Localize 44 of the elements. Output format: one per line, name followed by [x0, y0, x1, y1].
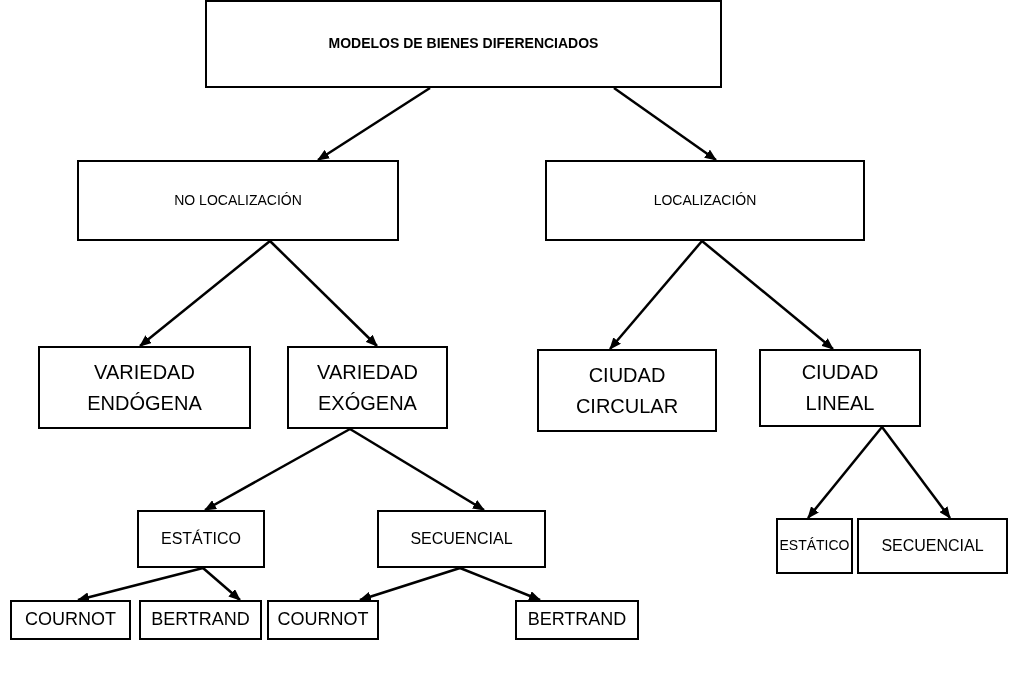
category-box [139, 600, 262, 640]
box-label: LOCALIZACIÓN [653, 190, 757, 210]
box-label: CIUDAD LINEAL [800, 360, 880, 416]
box-label: NO LOCALIZACIÓN [174, 190, 302, 210]
arrow [881, 426, 951, 519]
box-label: ESTÁTICO [161, 528, 241, 549]
arrow [349, 427, 485, 512]
arrow [459, 566, 541, 602]
category-box [137, 510, 265, 568]
category-box [515, 600, 639, 640]
category-box [377, 510, 546, 568]
arrow [701, 240, 834, 350]
arrow [202, 567, 241, 601]
category-box [545, 160, 865, 241]
box-label: BERTRAND [527, 608, 627, 632]
arrow [609, 240, 703, 350]
arrow [317, 86, 431, 162]
box-label: SECUENCIAL [410, 528, 513, 549]
arrow [139, 240, 271, 347]
category-box [205, 0, 722, 88]
box-label: CIUDAD CIRCULAR [574, 362, 680, 419]
arrow [613, 86, 717, 162]
box-label: VARIEDAD EXÓGENA [316, 359, 419, 416]
category-box [759, 349, 921, 427]
box-label: ESTÁTICO [779, 536, 850, 556]
box-label: MODELOS DE BIENES DIFERENCIADOS [328, 34, 599, 54]
category-box [10, 600, 131, 640]
category-box [267, 600, 379, 640]
box-label: VARIEDAD ENDÓGENA [86, 359, 203, 416]
box-label: BERTRAND [151, 608, 250, 632]
arrow [204, 427, 351, 512]
category-box [287, 346, 448, 429]
category-box [537, 349, 717, 432]
arrow [807, 426, 883, 519]
arrow [77, 566, 204, 603]
category-box [77, 160, 399, 241]
box-label: SECUENCIAL [881, 535, 984, 556]
arrow [359, 566, 461, 602]
category-box [857, 518, 1008, 574]
category-box [38, 346, 251, 429]
box-label: COURNOT [25, 608, 116, 632]
category-box [776, 518, 853, 574]
box-label: COURNOT [277, 608, 369, 632]
arrow [269, 240, 378, 347]
